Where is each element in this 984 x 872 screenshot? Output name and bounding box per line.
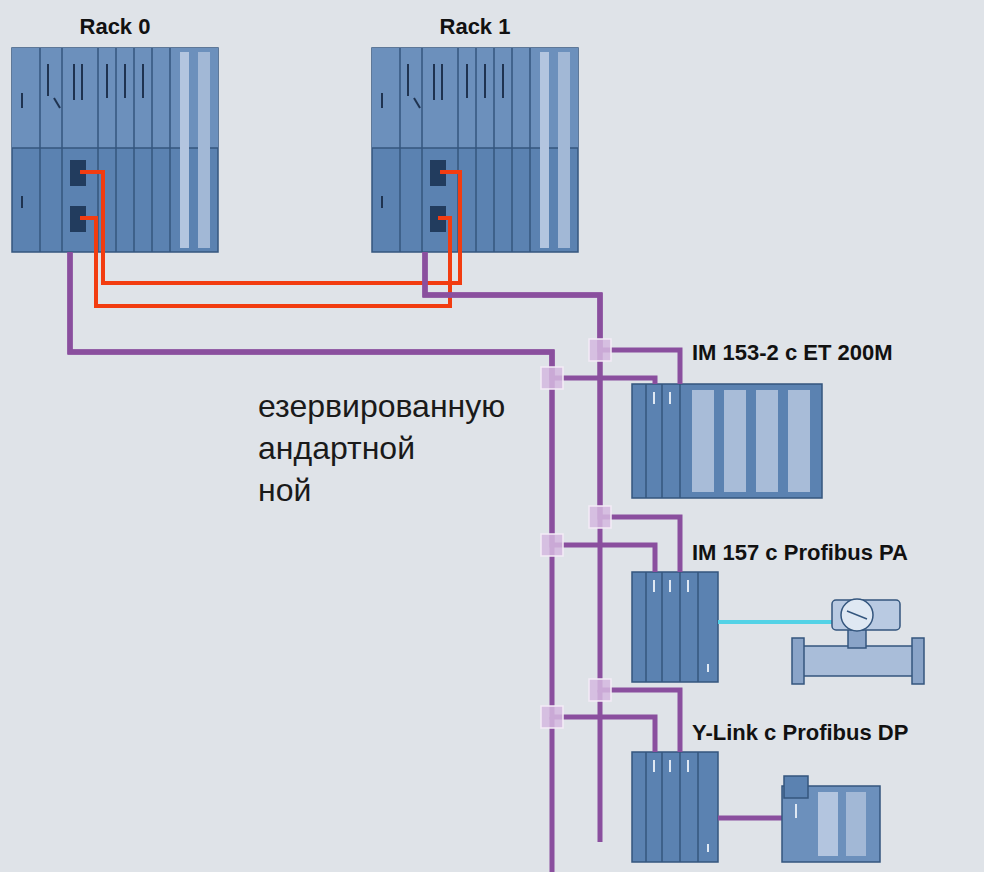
bus-connector bbox=[589, 339, 611, 361]
rack-illustration bbox=[372, 48, 578, 252]
interface-box: IM 153-2 с ET 200M bbox=[632, 384, 822, 498]
sync-cable-stub bbox=[80, 172, 103, 252]
bus-connector bbox=[589, 506, 611, 528]
device-label: IM 153-2 с ET 200M bbox=[692, 340, 893, 366]
profibus-pa-line bbox=[718, 620, 832, 624]
profibus-trunk bbox=[550, 717, 555, 872]
module-led bbox=[669, 392, 671, 404]
interface-box: Y-Link с Profibus DP bbox=[632, 752, 718, 872]
slide-text: андартной bbox=[258, 428, 415, 468]
ylink-illustration bbox=[632, 752, 718, 862]
module-edge bbox=[645, 384, 647, 498]
flowmeter-display bbox=[841, 599, 873, 631]
et200m-illustration bbox=[632, 384, 822, 498]
profibus-line bbox=[425, 252, 680, 752]
io-module bbox=[846, 792, 866, 856]
sync-cable-stub bbox=[80, 218, 96, 252]
flowmeter-display-mark bbox=[847, 611, 867, 619]
flowmeter-flange bbox=[792, 638, 804, 684]
profibus-line bbox=[425, 252, 680, 384]
rack-illustration bbox=[12, 48, 218, 252]
sync-cable-stub bbox=[438, 218, 450, 252]
sync-cable bbox=[103, 252, 460, 283]
module-led bbox=[795, 804, 797, 818]
io-module bbox=[756, 390, 778, 492]
bus-connector bbox=[541, 367, 563, 389]
flowmeter-head bbox=[832, 600, 900, 630]
module-led bbox=[653, 392, 655, 404]
module-edge bbox=[679, 384, 681, 498]
io-module bbox=[818, 792, 838, 856]
profibus-dp-line bbox=[718, 816, 782, 821]
bus-connector bbox=[589, 679, 611, 701]
module-edge bbox=[661, 384, 663, 498]
sync-cable bbox=[96, 252, 450, 306]
device-label: IM 157 с Profibus PA bbox=[692, 540, 908, 566]
rack-box: Rack 0 bbox=[12, 48, 218, 252]
device-label: Y-Link с Profibus DP bbox=[692, 720, 908, 746]
profibus-line bbox=[70, 252, 655, 572]
bus-connector bbox=[541, 706, 563, 728]
io-module bbox=[788, 390, 810, 492]
device-label: Rack 1 bbox=[372, 14, 578, 40]
slide-text: ной bbox=[258, 470, 311, 510]
profibus-line bbox=[70, 252, 655, 384]
device-label: Rack 0 bbox=[12, 14, 218, 40]
rack-box: Rack 1 bbox=[372, 48, 578, 252]
slide-text: езервированную bbox=[258, 386, 505, 426]
bus-connector bbox=[541, 534, 563, 556]
flowmeter-tube bbox=[796, 646, 920, 676]
interface-box: IM 157 с Profibus PA bbox=[632, 572, 718, 682]
dp-slave-head bbox=[784, 776, 808, 798]
flowmeter-flange bbox=[912, 638, 924, 684]
profibus-trunk bbox=[598, 690, 603, 842]
io-module bbox=[724, 390, 746, 492]
io-module bbox=[692, 390, 714, 492]
profibus-line bbox=[70, 252, 655, 752]
im157-illustration bbox=[632, 572, 718, 682]
